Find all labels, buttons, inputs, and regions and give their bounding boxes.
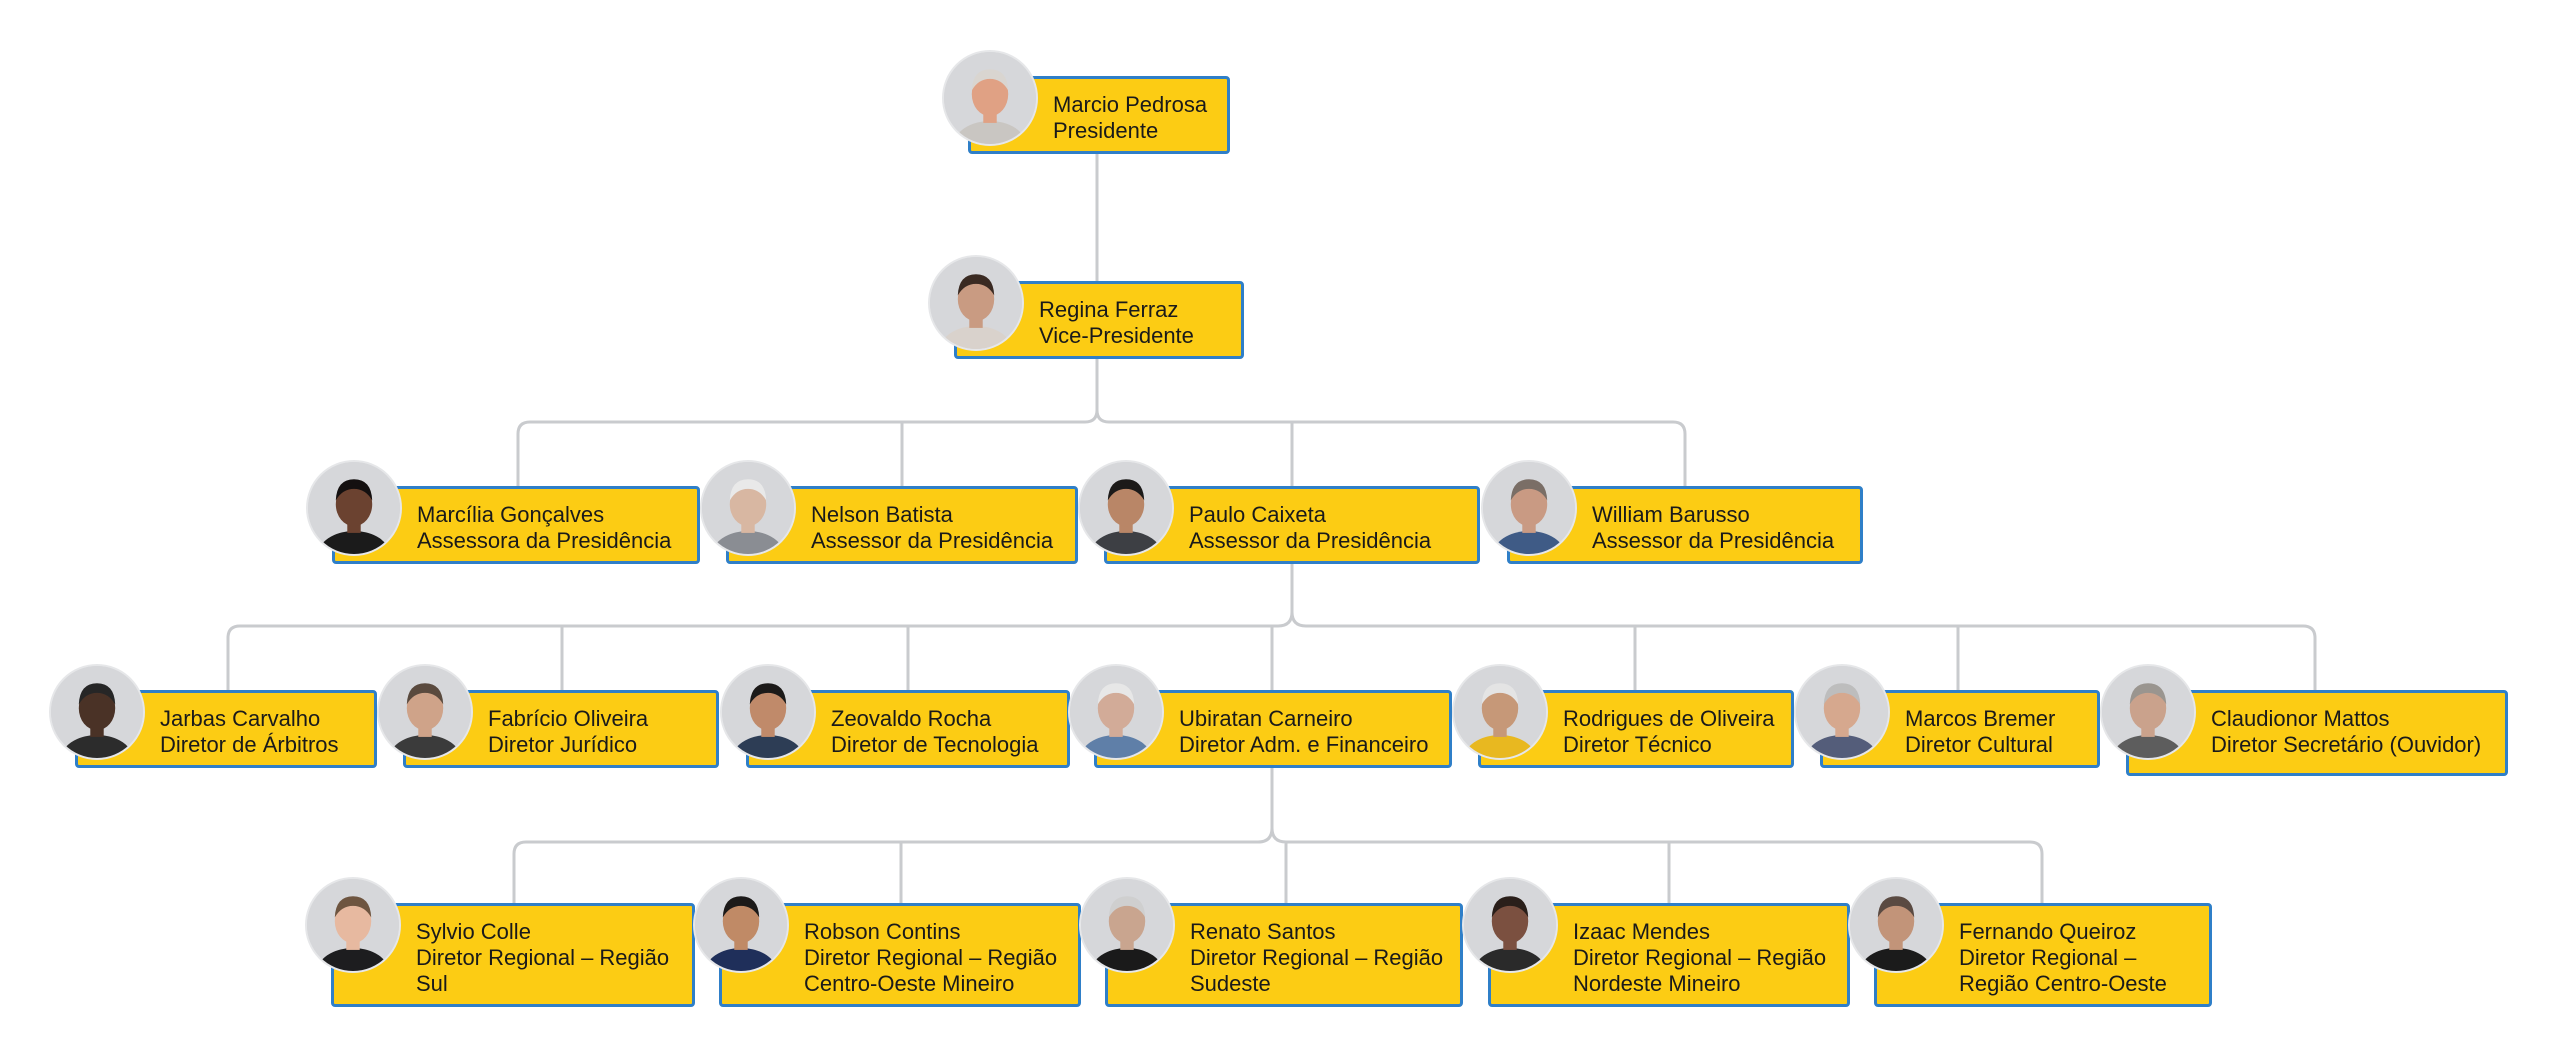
person-photo-icon [1079,877,1175,973]
person-photo-icon [1794,664,1890,760]
person-name: Marcio Pedrosa [1053,92,1208,117]
person-name: Paulo Caixeta [1189,502,1326,527]
person-role: Diretor Regional – Região Centro-Oeste M… [804,945,1058,996]
person-role: Presidente [1053,118,1159,143]
person-role: Diretor Adm. e Financeiro [1179,732,1429,757]
person-name: Fernando Queiroz [1959,919,2137,944]
person-name: Regina Ferraz [1039,297,1179,322]
person-role: Diretor de Tecnologia [831,732,1039,757]
person-name: Claudionor Mattos [2211,706,2390,731]
person-name: Marcos Bremer [1905,706,2056,731]
person-photo-icon [928,255,1024,351]
person-name: Nelson Batista [811,502,953,527]
person-name: William Barusso [1592,502,1750,527]
person-name: Sylvio Colle [416,919,531,944]
person-name: Ubiratan Carneiro [1179,706,1353,731]
person-role: Assessora da Presidência [417,528,672,553]
person-role: Diretor Secretário (Ouvidor) [2211,732,2482,757]
person-photo-icon [700,460,796,556]
person-photo-icon [305,877,401,973]
person-role: Diretor Regional – Região Sul [416,945,670,996]
person-role: Diretor Regional – Região Centro-Oeste [1959,945,2167,996]
person-role: Vice-Presidente [1039,323,1194,348]
person-role: Assessor da Presidência [811,528,1054,553]
person-photo-icon [1078,460,1174,556]
person-name: Fabrício Oliveira [488,706,649,731]
person-photo-icon [720,664,816,760]
person-name: Robson Contins [804,919,961,944]
connector-advisor-directors [226,563,2317,692]
person-name: Zeovaldo Rocha [831,706,992,731]
person-role: Assessor da Presidência [1592,528,1835,553]
person-photo-icon [1848,877,1944,973]
person-role: Diretor de Árbitros [160,732,339,757]
person-name: Renato Santos [1190,919,1336,944]
person-photo-icon [306,460,402,556]
person-name: Izaac Mendes [1573,919,1710,944]
person-role: Assessor da Presidência [1189,528,1432,553]
person-role: Diretor Jurídico [488,732,638,757]
person-photo-icon [1481,460,1577,556]
person-name: Rodrigues de Oliveira [1563,706,1775,731]
person-photo-icon [1068,664,1164,760]
person-photo-icon [2100,664,2196,760]
person-photo-icon [49,664,145,760]
person-role: Diretor Regional – Região Nordeste Minei… [1573,945,1827,996]
person-photo-icon [942,50,1038,146]
person-role: Diretor Técnico [1563,732,1712,757]
person-photo-icon [1462,877,1558,973]
person-photo-icon [1452,664,1548,760]
person-role: Diretor Cultural [1905,732,2053,757]
person-name: Marcília Gonçalves [417,502,605,527]
person-photo-icon [693,877,789,973]
person-name: Jarbas Carvalho [160,706,321,731]
person-role: Diretor Regional – Região Sudeste [1190,945,1444,996]
person-photo-icon [377,664,473,760]
